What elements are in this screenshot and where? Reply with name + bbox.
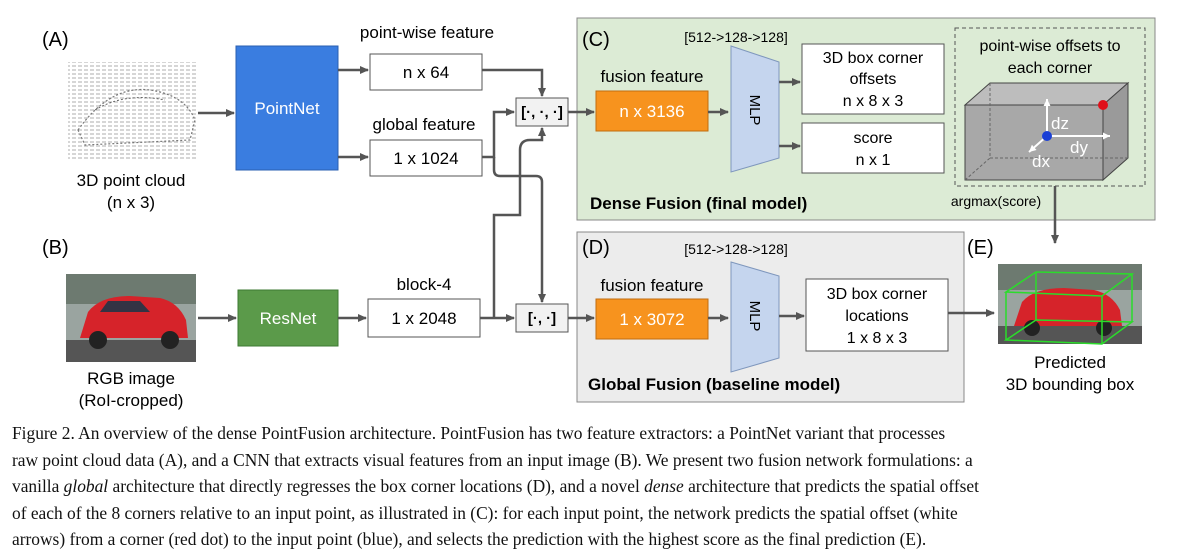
- concat-three-label: [·, ·, ·]: [521, 104, 563, 121]
- pointwise-feature-box: [369, 53, 483, 91]
- argmax-label: argmax(score): [951, 193, 1041, 209]
- input-point-blue-dot: [1042, 131, 1052, 141]
- rgb-image-size: (RoI-cropped): [79, 391, 184, 410]
- global-fusion-box: [595, 298, 709, 340]
- global-fusion-size: 1 x 3072: [619, 310, 684, 329]
- arrow-pointwise-to-concat: [482, 68, 546, 97]
- dz-label: dz: [1051, 114, 1069, 133]
- caption-line-3-mid: architecture that directly regresses the…: [108, 476, 645, 496]
- dense-mlp-label: MLP: [746, 95, 763, 126]
- panel-c-label: (C): [582, 29, 610, 51]
- pointnet-block: [235, 45, 339, 171]
- global-feature-size: 1 x 1024: [393, 149, 458, 168]
- pointwise-feature-size: n x 64: [403, 63, 449, 82]
- global-locations-box: [805, 278, 949, 352]
- pointwise-feature-title: point-wise feature: [360, 23, 494, 42]
- offsets-inset: [954, 27, 1146, 187]
- dense-fusion-box: [595, 90, 709, 132]
- global-mlp-label: MLP: [746, 301, 763, 332]
- point-cloud-label: 3D point cloud: [77, 171, 186, 190]
- dense-mlp-dims: [512->128->128]: [684, 29, 788, 45]
- inset-line1: point-wise offsets to: [979, 38, 1120, 55]
- corner-red-dot: [1098, 100, 1108, 110]
- predicted-box-image: [998, 264, 1142, 345]
- global-loc-line3: 1 x 8 x 3: [847, 330, 908, 347]
- global-loc-line2: locations: [845, 308, 908, 325]
- dense-offsets-line3: n x 8 x 3: [843, 93, 904, 110]
- block4-feature-size: 1 x 2048: [391, 309, 456, 328]
- global-mlp-block: [730, 261, 780, 373]
- arrow-global-to-concat2: [492, 157, 546, 303]
- dx-label: dx: [1032, 152, 1050, 171]
- bounding-box-cube: [963, 81, 1130, 182]
- caption-line-3-post: architecture that predicts the spatial o…: [683, 476, 979, 496]
- output-line1: Predicted: [1034, 353, 1106, 372]
- dense-offsets-line2: offsets: [850, 71, 897, 88]
- panel-d-label: (D): [582, 237, 610, 259]
- dense-score-box: [801, 122, 945, 174]
- dense-fusion-panel-title: Dense Fusion (final model): [590, 194, 807, 213]
- caption-line-3-pre: vanilla: [12, 476, 64, 496]
- pointnet-label: PointNet: [254, 99, 319, 118]
- dense-score-line1: score: [853, 130, 892, 147]
- caption-line-5: arrows) from a corner (red dot) to the i…: [12, 529, 927, 549]
- global-loc-line1: 3D box corner: [827, 286, 928, 303]
- caption-line-3: vanilla global architecture that directl…: [12, 473, 1192, 500]
- panel-b-label: (B): [42, 237, 69, 259]
- dy-label: dy: [1070, 138, 1088, 157]
- caption-line-3-em2: dense: [644, 476, 684, 496]
- dense-fusion-size: n x 3136: [619, 102, 684, 121]
- resnet-block: [237, 289, 339, 347]
- output-line2: 3D bounding box: [1006, 375, 1135, 394]
- block4-feature-box: [367, 298, 481, 338]
- panel-a-label: (A): [42, 29, 69, 51]
- point-cloud-image: [68, 62, 196, 160]
- dense-score-line2: n x 1: [856, 152, 891, 169]
- global-feature-box: [369, 139, 483, 177]
- dense-offsets-line1: 3D box corner: [823, 50, 924, 67]
- panel-e-label: (E): [967, 237, 994, 259]
- global-mlp-dims: [512->128->128]: [684, 241, 788, 257]
- dense-offsets-box: [801, 43, 945, 115]
- architecture-diagram: (A) (B) (C) (D) (E) 3D point cloud (n x …: [42, 17, 1156, 410]
- concat-three-box: [515, 97, 569, 127]
- caption-line-4: of each of the 8 corners relative to an …: [12, 502, 958, 523]
- global-fusion-title: fusion feature: [600, 276, 703, 295]
- arrow-block4-up: [492, 127, 546, 318]
- inset-line2: each corner: [1008, 60, 1093, 77]
- point-cloud-size: (n x 3): [107, 193, 155, 212]
- rgb-image: [66, 274, 196, 362]
- rgb-image-label: RGB image: [87, 369, 175, 388]
- dense-fusion-title: fusion feature: [600, 67, 703, 86]
- block4-title: block-4: [397, 275, 452, 294]
- concat-two-label: [·, ·]: [528, 310, 556, 327]
- resnet-label: ResNet: [260, 309, 317, 328]
- global-fusion-panel-title: Global Fusion (baseline model): [588, 375, 840, 394]
- dense-mlp-block: [730, 45, 780, 173]
- figure-caption: Figure 2. An overview of the dense Point…: [12, 420, 1192, 553]
- caption-line-2: raw point cloud data (A), and a CNN that…: [12, 449, 973, 470]
- arrow-global-to-concat3: [482, 108, 515, 159]
- caption-line-1: Figure 2. An overview of the dense Point…: [12, 423, 946, 443]
- caption-line-3-em1: global: [63, 476, 109, 496]
- global-feature-title: global feature: [372, 115, 475, 134]
